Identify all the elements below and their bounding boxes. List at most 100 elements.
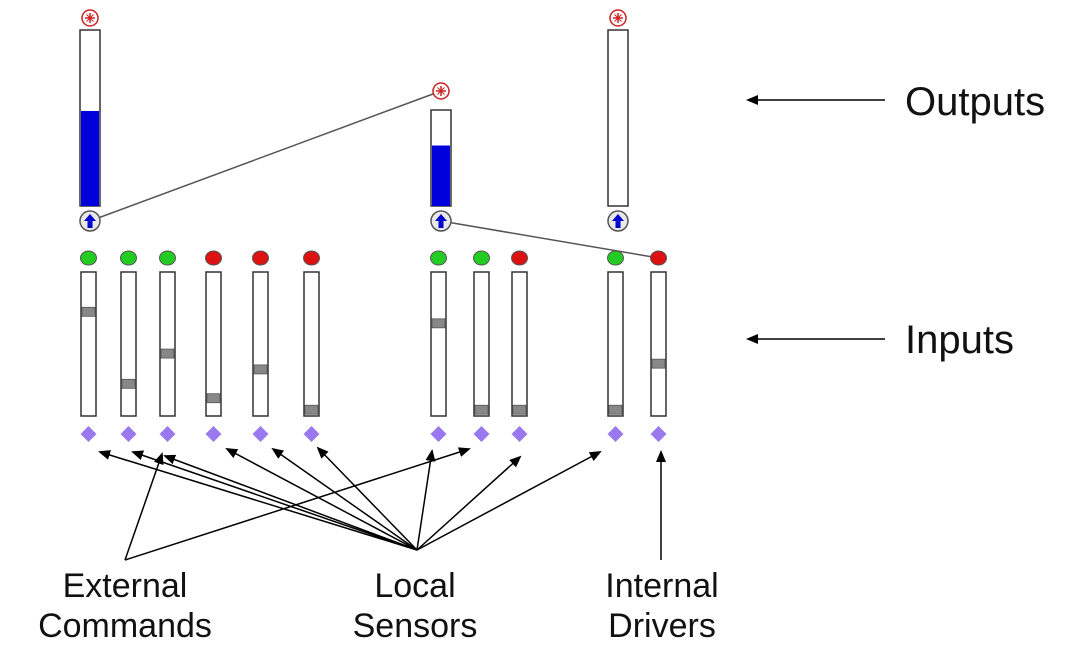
internal-drivers-label: Internal Drivers: [532, 566, 792, 646]
local-sensors-arrow: [131, 450, 418, 551]
local-sensors-label: Local Sensors: [285, 566, 545, 646]
input-slider-handle: [608, 404, 623, 415]
add-circle-diag2: [437, 87, 445, 95]
input-slider-track: [252, 271, 269, 417]
input-port-diamond-icon: [303, 426, 320, 442]
status-indicator-icon: [607, 250, 624, 266]
status-indicator-icon: [205, 250, 222, 266]
input-slider-track: [80, 271, 97, 417]
input-slider-handle: [651, 358, 666, 369]
status-indicator-icon: [473, 250, 490, 266]
input-8: [473, 250, 490, 442]
input-slider-track: [159, 271, 176, 417]
input-7: [430, 250, 447, 442]
input-port-diamond-icon: [473, 426, 490, 442]
up-arrow-icon: [607, 210, 629, 232]
input-slider-track: [303, 271, 320, 417]
local-sensors-arrow: [98, 450, 418, 551]
input-port-diamond-icon: [252, 426, 269, 442]
output-3: [607, 9, 629, 232]
connection-line: [89, 90, 442, 222]
outputs-label: Outputs: [905, 80, 1046, 124]
input-port-diamond-icon: [607, 426, 624, 442]
input-9: [511, 250, 528, 442]
add-circle-diag2: [614, 14, 622, 22]
annotation-arrows: [98, 95, 885, 561]
connection-line: [440, 220, 659, 259]
input-port-diamond-icon: [205, 426, 222, 442]
local-sensors-arrow: [416, 451, 602, 551]
add-circle-diag2: [86, 14, 94, 22]
local-sensors-label-line1: Local: [374, 567, 456, 605]
input-port-diamond-icon: [430, 426, 447, 442]
input-slider-track: [511, 271, 528, 417]
input-slider-handle: [431, 318, 446, 329]
input-slider-track: [607, 271, 624, 417]
status-indicator-icon: [430, 250, 447, 266]
status-indicator-icon: [80, 250, 97, 266]
add-circle-icon: [81, 9, 99, 27]
output-2: [430, 82, 452, 232]
local-sensors-arrow: [225, 448, 418, 551]
status-indicator-icon: [511, 250, 528, 266]
input-port-diamond-icon: [650, 426, 667, 442]
input-4: [205, 250, 222, 442]
up-arrow-shape: [612, 214, 624, 228]
input-slider-track: [650, 271, 667, 417]
status-indicator-icon: [252, 250, 269, 266]
input-sliders: [80, 250, 667, 442]
internal-drivers-label-line2: Drivers: [608, 607, 716, 645]
up-arrow-icon: [430, 210, 452, 232]
status-indicator-icon: [303, 250, 320, 266]
external-commands-label: External Commands: [0, 566, 255, 646]
output-bar-frame: [607, 29, 629, 207]
external-commands-label-line1: External: [62, 567, 188, 605]
input-3: [159, 250, 176, 442]
input-slider-handle: [304, 404, 319, 415]
output-bars: [79, 9, 629, 232]
local-sensors-arrow: [316, 446, 418, 551]
status-indicator-icon: [159, 250, 176, 266]
local-sensors-label-line2: Sensors: [352, 607, 478, 645]
input-slider-handle: [512, 404, 527, 415]
status-indicator-icon: [120, 250, 137, 266]
output-1: [79, 9, 101, 232]
connection-lines: [89, 90, 659, 259]
up-arrow-shape: [435, 214, 447, 228]
input-slider-handle: [81, 306, 96, 317]
input-slider-track: [430, 271, 447, 417]
input-slider-handle: [206, 393, 221, 404]
up-arrow-icon: [79, 210, 101, 232]
output-bar-fill: [432, 145, 450, 206]
input-5: [252, 250, 269, 442]
external-commands-arrow: [124, 452, 164, 561]
external-commands-label-line2: Commands: [38, 607, 212, 645]
input-slider-handle: [121, 378, 136, 389]
input-slider-track: [473, 271, 490, 417]
input-slider-handle: [253, 364, 268, 375]
input-slider-track: [120, 271, 137, 417]
input-port-diamond-icon: [511, 426, 528, 442]
input-6: [303, 250, 320, 442]
input-port-diamond-icon: [120, 426, 137, 442]
output-bar-fill: [81, 110, 99, 206]
input-port-diamond-icon: [159, 426, 176, 442]
input-slider-track: [205, 271, 222, 417]
input-2: [120, 250, 137, 442]
input-1: [80, 250, 97, 442]
local-sensors-arrow: [271, 447, 418, 551]
internal-drivers-label-line1: Internal: [605, 567, 719, 605]
input-slider-handle: [160, 348, 175, 359]
up-arrow-shape: [84, 214, 96, 228]
local-sensors-arrow: [416, 449, 436, 551]
local-sensors-arrow: [416, 455, 522, 551]
input-11: [650, 250, 667, 442]
local-sensors-arrow: [163, 454, 418, 551]
status-indicator-icon: [650, 250, 667, 266]
add-circle-icon: [432, 82, 450, 100]
inputs-label: Inputs: [905, 318, 1014, 362]
input-10: [607, 250, 624, 442]
input-slider-handle: [474, 404, 489, 415]
